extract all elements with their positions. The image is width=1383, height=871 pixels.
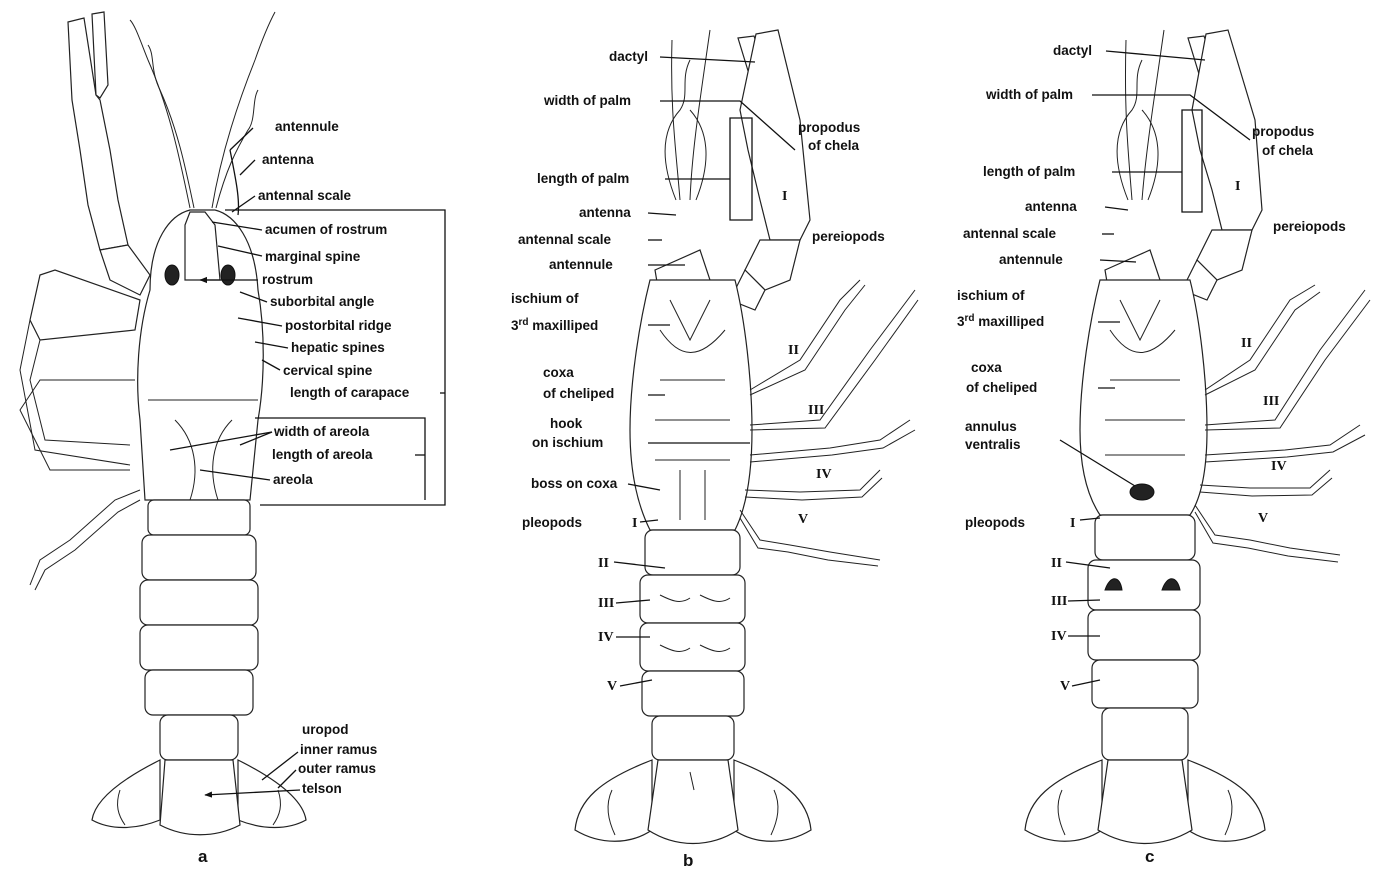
label-ischium-b-2: 3rd maxilliped	[511, 317, 598, 334]
pereiopod-numeral-c-4: IV	[1271, 459, 1287, 474]
panel-c-drawing	[1025, 30, 1370, 844]
label-length-of-palm-b: length of palm	[537, 171, 629, 186]
panel-label-a: a	[198, 847, 208, 866]
label-ischium-b-1: ischium of	[511, 291, 579, 306]
pleopod-numeral-c-1: I	[1070, 516, 1075, 531]
panel-label-c: c	[1145, 847, 1154, 866]
pleopod-numeral-c-4: IV	[1051, 629, 1067, 644]
label-suborbital-angle: suborbital angle	[270, 294, 375, 309]
label-pereiopods-c: pereiopods	[1273, 219, 1346, 234]
label-annulus-c-2: ventralis	[965, 437, 1021, 452]
panel-label-b: b	[683, 851, 693, 870]
label-coxa-c-2: of cheliped	[966, 380, 1037, 395]
pereiopod-numeral-b-5: V	[798, 512, 808, 527]
pereiopod-numeral-c-2: II	[1241, 336, 1252, 351]
label-width-of-areola: width of areola	[273, 424, 370, 439]
panel-a-drawing	[20, 12, 306, 835]
label-antennule-c: antennule	[999, 252, 1063, 267]
label-postorbital-ridge: postorbital ridge	[285, 318, 392, 333]
pleopod-numeral-c-3: III	[1051, 594, 1067, 609]
label-areola: areola	[273, 472, 313, 487]
label-acumen-of-rostrum: acumen of rostrum	[265, 222, 387, 237]
pleopod-numeral-b-3: III	[598, 596, 614, 611]
label-hook-b-1: hook	[550, 416, 583, 431]
label-dactyl-c: dactyl	[1053, 43, 1092, 58]
label-marginal-spine: marginal spine	[265, 249, 361, 264]
label-annulus-c-1: annulus	[965, 419, 1017, 434]
label-of-chela-b: of chela	[808, 138, 860, 153]
label-uropod: uropod	[302, 722, 349, 737]
pereiopod-numeral-b-1: I	[782, 189, 787, 204]
label-ischium-c-2: 3rd maxilliped	[957, 313, 1044, 330]
label-pereiopods-b: pereiopods	[812, 229, 885, 244]
label-antennal-scale-c: antennal scale	[963, 226, 1057, 241]
label-inner-ramus: inner ramus	[300, 742, 377, 757]
pereiopod-numeral-c-3: III	[1263, 394, 1279, 409]
label-antenna-c: antenna	[1025, 199, 1077, 214]
label-propodus-c: propodus	[1252, 124, 1314, 139]
label-width-of-palm-b: width of palm	[543, 93, 631, 108]
label-antenna-b: antenna	[579, 205, 631, 220]
label-telson: telson	[302, 781, 342, 796]
pereiopod-numeral-b-2: II	[788, 343, 799, 358]
pleopod-numeral-b-2: II	[598, 556, 609, 571]
label-antennal-scale-a: antennal scale	[258, 188, 352, 203]
label-cervical-spine: cervical spine	[283, 363, 373, 378]
label-coxa-c-1: coxa	[971, 360, 1002, 375]
pereiopod-numeral-c-5: V	[1258, 511, 1268, 526]
label-propodus-b: propodus	[798, 120, 860, 135]
label-pleopods-c: pleopods	[965, 515, 1025, 530]
label-width-of-palm-c: width of palm	[985, 87, 1073, 102]
label-of-chela-c: of chela	[1262, 143, 1314, 158]
label-antennal-scale-b: antennal scale	[518, 232, 612, 247]
label-hepatic-spines: hepatic spines	[291, 340, 385, 355]
pleopod-numeral-b-1: I	[632, 516, 637, 531]
label-pleopods-b: pleopods	[522, 515, 582, 530]
label-coxa-b-1: coxa	[543, 365, 574, 380]
panel-b-drawing	[575, 30, 918, 844]
label-antenna-a: antenna	[262, 152, 314, 167]
pereiopod-numeral-b-3: III	[808, 403, 824, 418]
pleopod-numeral-b-5: V	[607, 679, 617, 694]
label-outer-ramus: outer ramus	[298, 761, 376, 776]
label-boss-on-coxa: boss on coxa	[531, 476, 618, 491]
pleopod-numeral-b-4: IV	[598, 630, 614, 645]
label-length-of-areola: length of areola	[272, 447, 373, 462]
label-coxa-b-2: of cheliped	[543, 386, 614, 401]
pereiopod-numeral-b-4: IV	[816, 467, 832, 482]
pleopod-numeral-c-2: II	[1051, 556, 1062, 571]
label-length-of-carapace: length of carapace	[290, 385, 410, 400]
pereiopod-numeral-c-1: I	[1235, 179, 1240, 194]
label-dactyl-b: dactyl	[609, 49, 648, 64]
label-rostrum: rostrum	[262, 272, 313, 287]
label-hook-b-2: on ischium	[532, 435, 603, 450]
label-ischium-c-1: ischium of	[957, 288, 1025, 303]
label-antennule-b: antennule	[549, 257, 613, 272]
label-antennule-a: antennule	[275, 119, 339, 134]
pleopod-numeral-c-5: V	[1060, 679, 1070, 694]
label-length-of-palm-c: length of palm	[983, 164, 1075, 179]
